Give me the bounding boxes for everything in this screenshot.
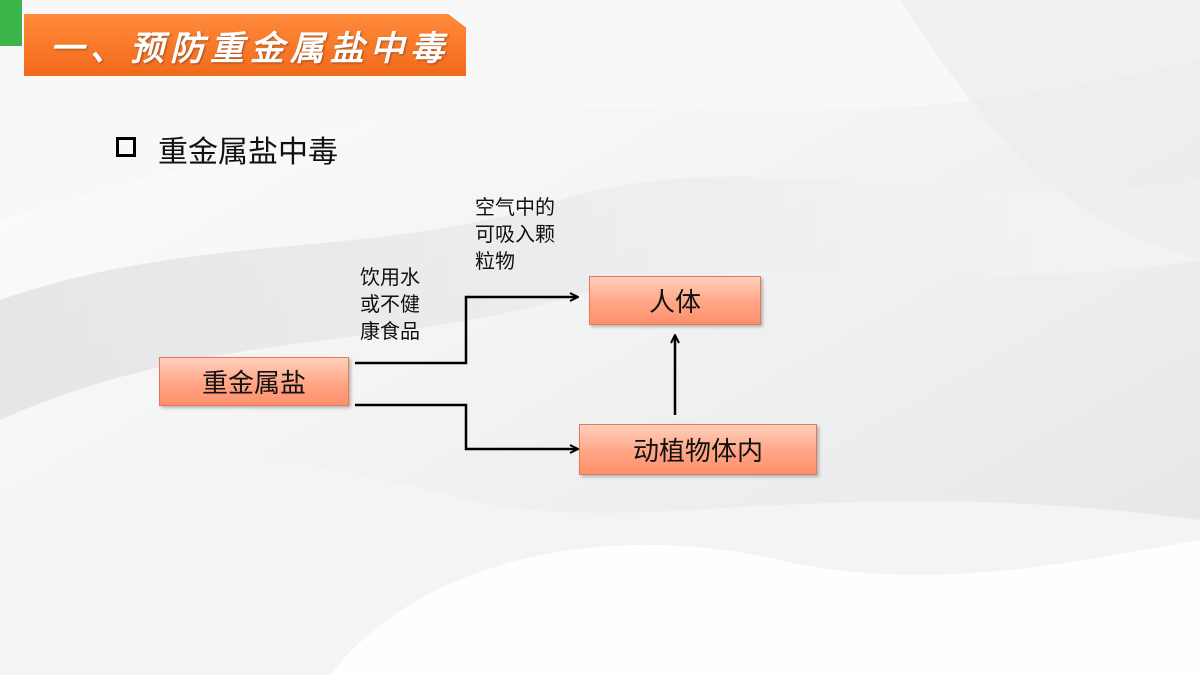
- edge-label-water-food: 饮用水 或不健 康食品: [360, 265, 420, 343]
- node-heavy-metal-salt: 重金属盐: [159, 357, 349, 406]
- node-human-body: 人体: [589, 276, 761, 325]
- arrow-source-to-plants: [355, 403, 578, 449]
- bullet-square-icon: [116, 137, 136, 157]
- accent-tab: [0, 0, 22, 46]
- edge-label-air-particles: 空气中的 可吸入颗 粒物: [475, 195, 555, 273]
- slide-title: 一、预防重金属盐中毒: [50, 28, 450, 69]
- title-banner: 一、预防重金属盐中毒: [24, 14, 466, 76]
- bullet-text: 重金属盐中毒: [158, 135, 338, 170]
- arrow-source-to-human: [355, 297, 578, 365]
- node-plants-animals: 动植物体内: [579, 424, 817, 475]
